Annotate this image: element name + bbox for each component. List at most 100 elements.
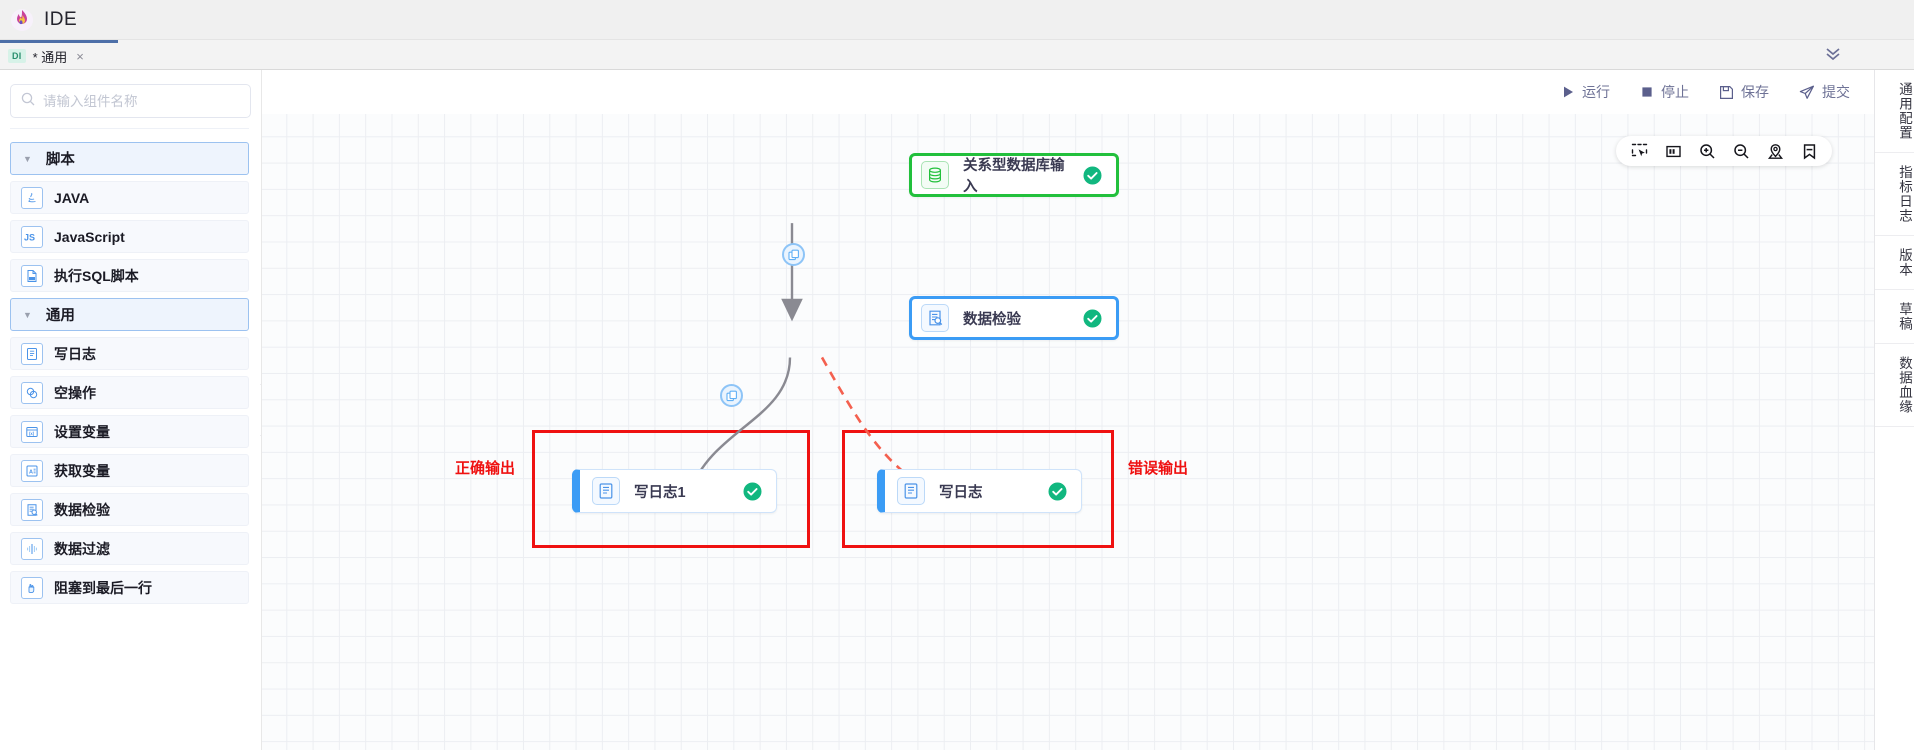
main-body: ▼ 脚本 JAVA JS [0,70,1914,750]
sql-file-icon [21,264,43,287]
run-label: 运行 [1582,84,1610,100]
group-label: 通用 [45,308,75,324]
copy-edge-badge-top[interactable] [782,243,805,266]
zoom-out-icon[interactable] [1724,136,1758,166]
locate-icon[interactable] [1758,136,1792,166]
set-variable-icon: (x) [21,420,43,443]
search-box[interactable] [10,84,251,118]
chevron-left-icon[interactable]: ❮ [260,384,261,436]
svg-text:JS: JS [24,232,35,242]
submit-button[interactable]: 提交 [1799,82,1850,102]
data-check-icon [21,498,43,521]
group-label: 脚本 [45,152,75,168]
component-label: 写日志 [54,345,96,362]
save-button[interactable]: 保存 [1719,82,1769,102]
java-icon [21,186,43,209]
component-panel: ▼ 脚本 JAVA JS [0,70,262,750]
component-set-variable[interactable]: (x) 设置变量 [10,415,249,448]
right-rail: 通用配置 指标日志 版本 草稿 数据血缘 [1874,70,1914,750]
node-write-log-1[interactable]: 写日志1 [572,469,777,513]
chevrons-down-icon[interactable] [1814,45,1852,65]
annotation-label-correct-output: 正确输出 [455,460,516,477]
run-button[interactable]: 运行 [1561,82,1610,102]
component-javascript[interactable]: JS JavaScript [10,220,249,253]
component-label: 空操作 [54,384,96,401]
action-toolbar: 运行 停止 保存 [262,70,1874,114]
component-list[interactable]: ▼ 脚本 JAVA JS [8,128,253,750]
component-label: 设置变量 [54,423,110,440]
rail-item-metric-log[interactable]: 指标日志 [1875,153,1914,236]
component-label: 获取变量 [54,462,110,479]
play-icon [1561,85,1575,99]
success-check-icon [1083,166,1102,185]
app-title: IDE [44,8,78,30]
javascript-icon: JS [21,225,43,248]
marquee-select-icon[interactable] [1622,136,1656,166]
submit-label: 提交 [1822,84,1850,100]
canvas-area: 运行 停止 保存 [262,70,1874,750]
rail-item-version[interactable]: 版本 [1875,236,1914,290]
success-check-icon [1048,482,1067,501]
bookmark-icon[interactable] [1792,136,1826,166]
tab-label: * 通用 [32,49,68,65]
component-label: 数据检验 [54,501,110,518]
node-write-log-2[interactable]: 写日志 [877,469,1082,513]
svg-text:A: A [29,469,33,475]
component-no-op[interactable]: 空操作 [10,376,249,409]
save-icon [1719,85,1734,100]
data-check-icon [921,304,949,332]
canvas-tool-strip [1616,136,1832,166]
stop-label: 停止 [1661,84,1689,100]
tab-bar-right [1814,40,1914,69]
node-label: 关系型数据库输入 [963,158,1065,195]
success-check-icon [743,482,762,501]
tab-tongyong[interactable]: DI * 通用 × [0,40,118,69]
rail-item-general-config[interactable]: 通用配置 [1875,70,1914,153]
component-label: 执行SQL脚本 [54,267,139,284]
rail-item-draft[interactable]: 草稿 [1875,290,1914,344]
component-write-log[interactable]: 写日志 [10,337,249,370]
component-label: JavaScript [54,228,125,245]
fit-to-screen-icon[interactable] [1656,136,1690,166]
tab-bar: DI * 通用 × [0,40,1914,70]
component-data-filter[interactable]: 数据过滤 [10,532,249,565]
component-data-check[interactable]: 数据检验 [10,493,249,526]
caret-down-icon: ▼ [23,309,32,320]
tab-type-badge: DI [8,49,26,63]
list-divider [10,128,249,136]
component-run-sql-script[interactable]: 执行SQL脚本 [10,259,249,292]
group-header-script[interactable]: ▼ 脚本 [10,142,249,175]
caret-down-icon: ▼ [23,153,32,164]
component-get-variable[interactable]: A 获取变量 [10,454,249,487]
node-label: 写日志 [939,484,983,501]
group-header-common[interactable]: ▼ 通用 [10,298,249,331]
node-label: 写日志1 [634,484,686,501]
component-label: JAVA [54,189,90,206]
search-icon [21,92,35,111]
node-data-check[interactable]: 数据检验 [909,296,1119,340]
node-label: 数据检验 [963,311,1021,328]
zoom-in-icon[interactable] [1690,136,1724,166]
stop-icon [1640,85,1654,99]
write-log-icon [897,477,925,505]
component-label: 数据过滤 [54,540,110,557]
component-block-until-last-row[interactable]: 阻塞到最后一行 [10,571,249,604]
no-op-icon [21,381,43,404]
component-label: 阻塞到最后一行 [54,579,152,596]
rail-item-data-lineage[interactable]: 数据血缘 [1875,344,1914,427]
success-check-icon [1083,309,1102,328]
copy-edge-badge-left[interactable] [720,384,743,407]
database-icon [921,161,949,189]
component-java[interactable]: JAVA [10,181,249,214]
write-log-icon [21,342,43,365]
stop-button[interactable]: 停止 [1640,82,1689,102]
node-db-input[interactable]: 关系型数据库输入 [909,153,1119,197]
flow-canvas[interactable]: 关系型数据库输入 数据检验 [262,114,1874,750]
close-icon[interactable]: × [76,48,84,64]
svg-text:(x): (x) [29,431,35,436]
save-label: 保存 [1741,84,1769,100]
flame-logo-icon [10,8,34,32]
write-log-icon [592,477,620,505]
search-input[interactable] [43,93,240,109]
